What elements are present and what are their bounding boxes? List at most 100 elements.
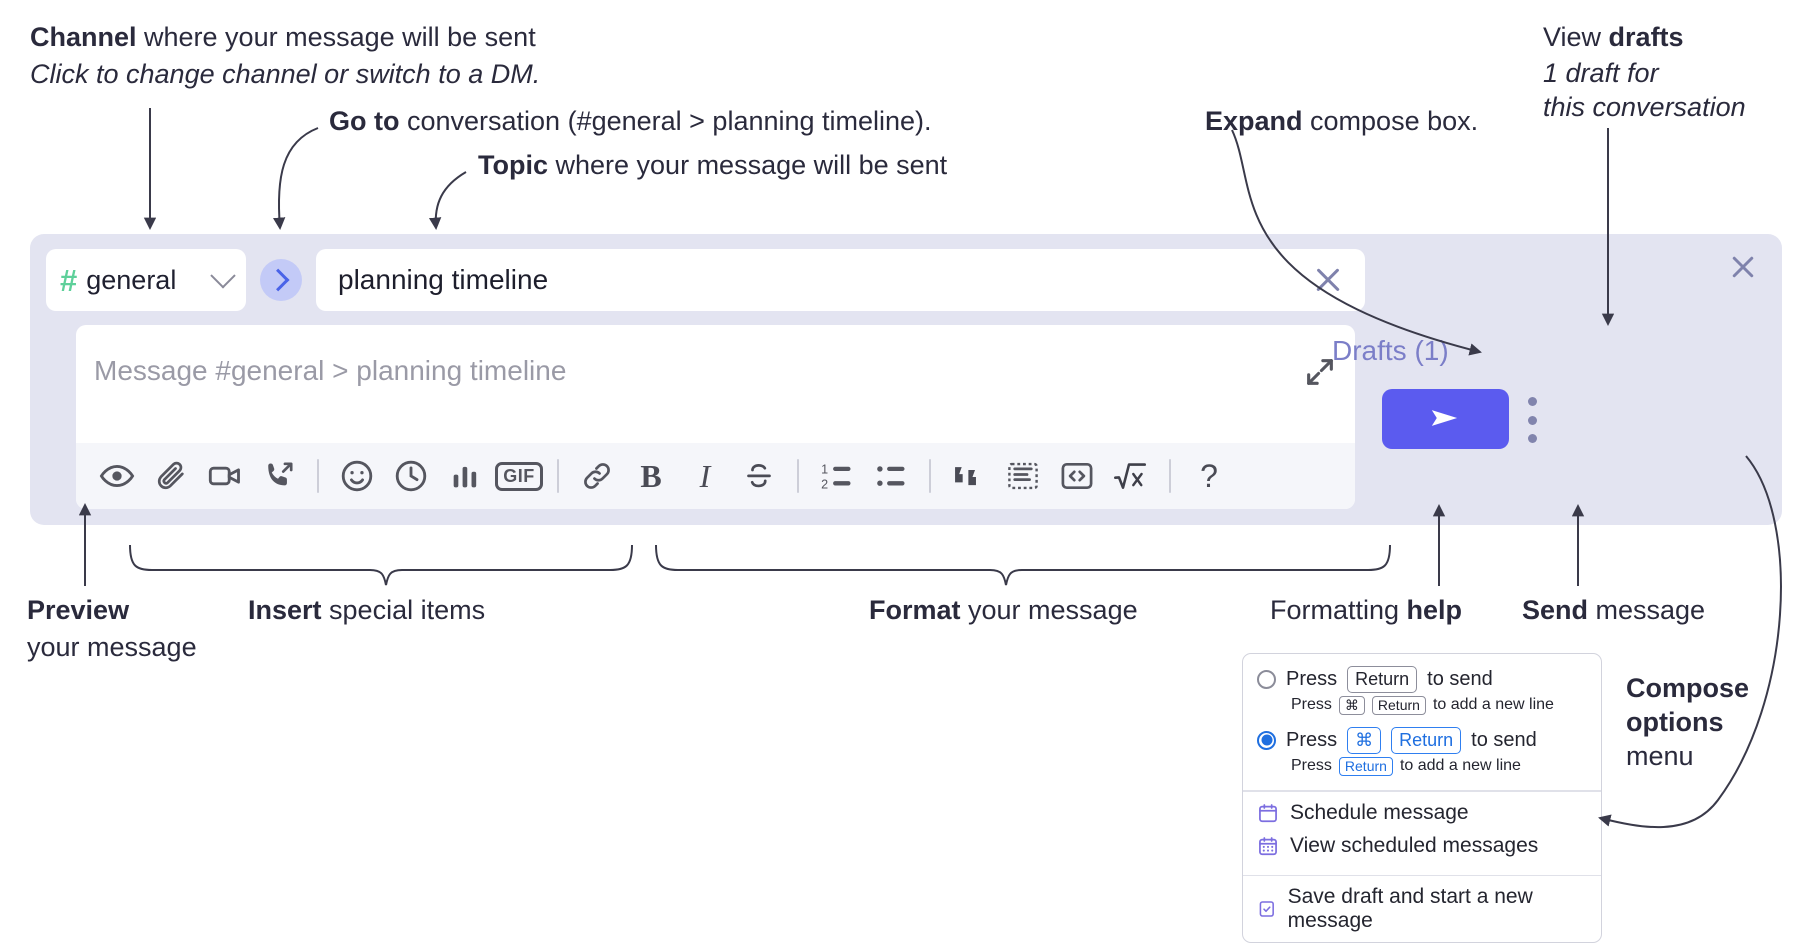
option2-key-return: Return	[1391, 727, 1462, 754]
svg-text:2: 2	[821, 478, 828, 492]
menu-subtext-1: Press ⌘ Return to add a new line	[1243, 695, 1601, 722]
toolbar-divider	[317, 459, 319, 493]
compose-options-button[interactable]	[1527, 397, 1537, 443]
annotation-drafts-bold: drafts	[1608, 22, 1684, 52]
annotation-expand-rest: compose box.	[1302, 106, 1479, 136]
annotation-channel-italic: Click to change channel or switch to a D…	[30, 58, 541, 89]
message-placeholder: Message #general > planning timeline	[94, 355, 567, 386]
annotation-send: Send message	[1522, 595, 1705, 627]
menu-item-label: View scheduled messages	[1290, 833, 1539, 857]
option2-press: Press	[1286, 728, 1338, 751]
annotation-preview-line2: your message	[27, 631, 197, 662]
kebab-dot	[1527, 434, 1537, 443]
help-icon[interactable]: ?	[1182, 449, 1236, 503]
clear-topic-icon[interactable]	[1313, 265, 1343, 295]
menu-item-view-scheduled[interactable]: View scheduled messages	[1243, 834, 1601, 867]
annotation-topic-rest: where your message will be sent	[548, 150, 948, 180]
ordered-list-icon[interactable]: 1 2	[810, 449, 864, 503]
poll-icon[interactable]	[438, 449, 492, 503]
code-icon[interactable]	[1050, 449, 1104, 503]
kebab-dot	[1527, 397, 1537, 406]
menu-item-label: Save draft and start a new message	[1287, 885, 1533, 933]
menu-item-save-draft[interactable]: Save draft and start a new message	[1243, 876, 1601, 942]
menu-radio-option-cmd-return[interactable]: Press ⌘ Return to send	[1243, 725, 1601, 756]
gif-icon[interactable]: GIF	[492, 449, 546, 503]
kebab-dot	[1527, 415, 1537, 425]
option1-sub-tail: to add a new line	[1432, 696, 1554, 714]
chevron-down-icon	[210, 263, 236, 289]
option1-sub-key-return: Return	[1371, 695, 1426, 715]
annotation-channel-rest: where your message will be sent	[136, 22, 536, 52]
menu-item-schedule-message[interactable]: Schedule message	[1243, 792, 1601, 834]
annotation-goto-rest: conversation (#general > planning timeli…	[399, 106, 932, 136]
annotation-channel-bold: Channel	[30, 22, 137, 52]
message-input-box[interactable]: Message #general > planning timeline	[76, 325, 1355, 509]
option1-key-return: Return	[1347, 666, 1418, 693]
gif-label: GIF	[495, 461, 543, 491]
expand-icon[interactable]	[1303, 355, 1337, 389]
radio-selected[interactable]	[1257, 730, 1276, 750]
leader-topic	[428, 171, 467, 230]
annotation-expand-bold: Expand	[1205, 106, 1303, 136]
strikethrough-icon[interactable]	[732, 449, 786, 503]
topic-field[interactable]: planning timeline	[316, 249, 1365, 311]
option2-sub-press: Press	[1291, 757, 1332, 775]
radio-unselected[interactable]	[1257, 669, 1276, 689]
annotation-insert: Insert special items	[248, 595, 485, 627]
bullet-list-icon[interactable]	[864, 449, 918, 503]
annotation-topic-bold: Topic	[478, 150, 548, 180]
annotation-compose-bold2: options	[1626, 706, 1724, 737]
option1-sub-press: Press	[1291, 696, 1332, 714]
option1-tail: to send	[1427, 667, 1493, 690]
menu-radio-option-return[interactable]: Press Return to send	[1243, 664, 1601, 695]
option2-sub-key-return: Return	[1338, 756, 1393, 776]
close-icon[interactable]	[1728, 252, 1758, 282]
send-button[interactable]	[1382, 389, 1509, 449]
channel-selector[interactable]: # general	[46, 249, 246, 311]
channel-name: general	[86, 264, 177, 295]
paperclip-icon[interactable]	[144, 449, 198, 503]
annotation-drafts-plain: View	[1543, 22, 1609, 52]
eye-icon[interactable]	[90, 449, 144, 503]
math-icon[interactable]	[1104, 449, 1158, 503]
annotation-compose-bold1: Compose	[1626, 673, 1750, 703]
menu-item-label: Schedule message	[1290, 800, 1469, 824]
clock-icon[interactable]	[384, 449, 438, 503]
composer-top-row: # general planning timeline	[46, 249, 1365, 311]
emoji-icon[interactable]	[330, 449, 384, 503]
annotation-help-plain: Formatting	[1270, 595, 1407, 625]
paper-plane-icon	[1431, 410, 1457, 426]
option2-sub-tail: to add a new line	[1399, 757, 1521, 775]
drafts-link[interactable]: Drafts (1)	[1332, 335, 1449, 366]
code-block-icon[interactable]	[996, 449, 1050, 503]
goto-conversation-button[interactable]	[260, 259, 302, 301]
annotation-drafts: View drafts 1 draft for this conversatio…	[1543, 22, 1746, 124]
brace-format	[655, 544, 1391, 586]
help-label: ?	[1200, 457, 1218, 494]
blockquote-icon[interactable]	[942, 449, 996, 503]
annotation-send-bold: Send	[1522, 595, 1589, 625]
option1-press: Press	[1286, 667, 1338, 690]
annotation-compose-plain: menu	[1626, 740, 1694, 771]
italic-icon[interactable]: I	[678, 449, 732, 503]
toolbar-divider	[1169, 459, 1171, 493]
link-icon[interactable]	[570, 449, 624, 503]
call-icon[interactable]	[252, 449, 306, 503]
leader-goto	[272, 127, 319, 230]
menu-subtext-2: Press Return to add a new line	[1243, 756, 1601, 783]
toolbar-divider	[557, 459, 559, 493]
annotation-topic: Topic where your message will be sent	[478, 150, 947, 182]
video-icon[interactable]	[198, 449, 252, 503]
bold-icon[interactable]: B	[624, 449, 678, 503]
menu-divider	[1243, 790, 1601, 792]
annotation-goto-bold: Go to	[329, 106, 400, 136]
annotation-expand: Expand compose box.	[1205, 106, 1478, 138]
toolbar-divider	[797, 459, 799, 493]
annotation-send-rest: message	[1588, 595, 1706, 625]
italic-label: I	[699, 457, 711, 494]
bold-label: B	[640, 457, 662, 494]
annotation-drafts-italic1: 1 draft for	[1543, 57, 1659, 88]
annotation-channel: Channel where your message will be sent …	[30, 22, 540, 91]
annotation-preview-bold: Preview	[27, 595, 130, 625]
